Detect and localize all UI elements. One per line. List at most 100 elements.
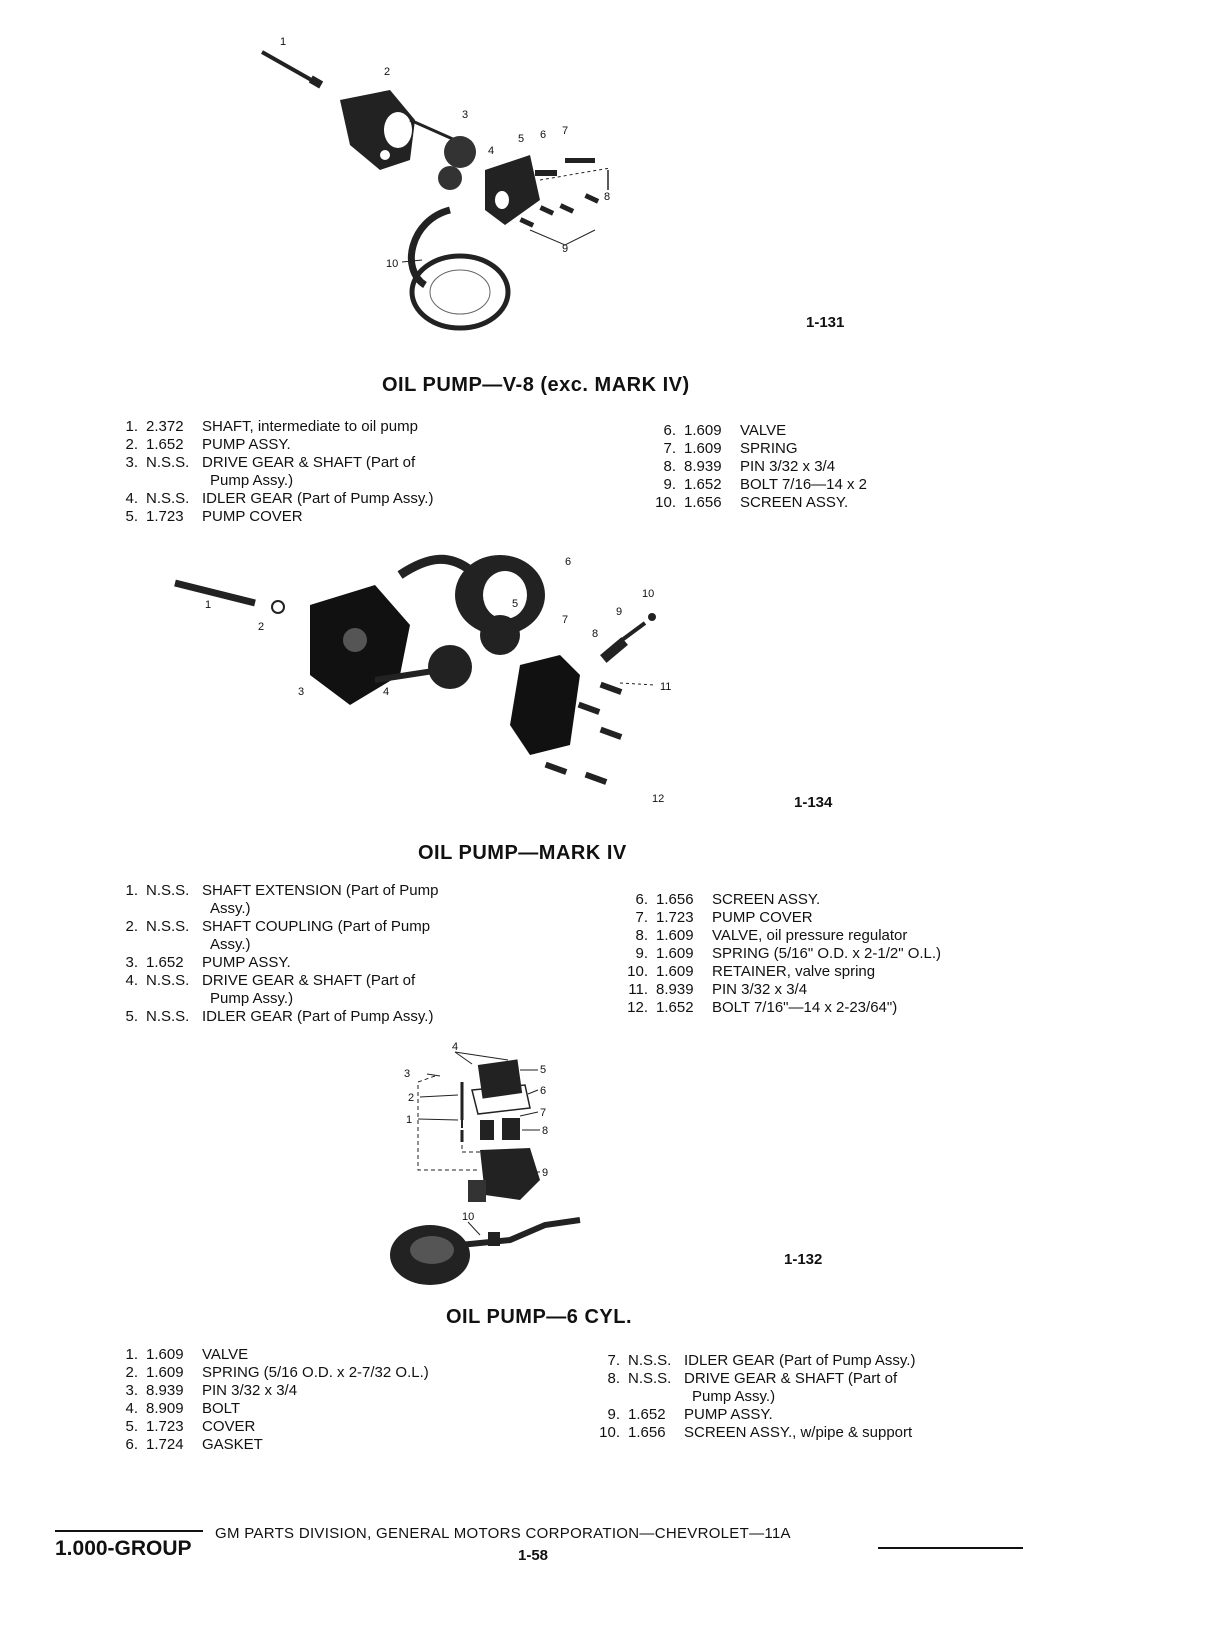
- footer-rule-right: [878, 1547, 1023, 1549]
- part-description: PUMP COVER: [712, 909, 813, 926]
- part-number: 1.609: [684, 422, 722, 439]
- part-item-number: 6.: [125, 1436, 138, 1453]
- part-description: SPRING: [740, 440, 798, 457]
- part-item-number: 10.: [655, 494, 676, 511]
- callout-3: 3: [404, 1068, 410, 1080]
- part-item-number: 6.: [635, 891, 648, 908]
- part-row: 4.N.S.S.IDLER GEAR (Part of Pump Assy.): [112, 490, 433, 508]
- part-description: VALVE: [740, 422, 787, 439]
- part-number: N.S.S.: [628, 1370, 672, 1387]
- callout-10: 10: [642, 588, 654, 600]
- part-description: SHAFT, intermediate to oil pump: [202, 418, 418, 435]
- part-description: SPRING (5/16" O.D. x 2-1/2" O.L.): [712, 945, 942, 962]
- part-number: N.S.S.: [146, 882, 190, 899]
- part-number: N.S.S.: [146, 1008, 190, 1025]
- part-description: DRIVE GEAR & SHAFT (Part of: [684, 1370, 898, 1387]
- figure-number-1-131: 1-131: [806, 314, 845, 331]
- part-description: IDLER GEAR (Part of Pump Assy.): [202, 1008, 434, 1025]
- callout-6: 6: [540, 129, 546, 141]
- callout-9: 9: [542, 1167, 548, 1179]
- callout-3: 3: [462, 109, 468, 121]
- part-number: 2.372: [146, 418, 184, 435]
- callout-4: 4: [452, 1041, 458, 1053]
- part-item-number: 8.: [635, 927, 648, 944]
- part-item-number: 5.: [125, 1418, 138, 1435]
- callout-1: 1: [406, 1114, 412, 1126]
- part-item-number: 10.: [627, 963, 648, 980]
- footer-rule-left: [55, 1530, 203, 1532]
- part-number: 1.656: [656, 891, 694, 908]
- part-row: 4.N.S.S.DRIVE GEAR & SHAFT (Part of: [112, 972, 438, 990]
- callout-5: 5: [540, 1064, 546, 1076]
- part-number: 8.909: [146, 1400, 184, 1417]
- callout-2: 2: [384, 66, 390, 78]
- part-description: IDLER GEAR (Part of Pump Assy.): [684, 1352, 916, 1369]
- callout-1: 1: [205, 599, 211, 611]
- section-title-mark-iv: OIL PUMP—MARK IV: [418, 842, 627, 864]
- callout-1: 1: [280, 36, 286, 48]
- part-number: 1.723: [146, 1418, 184, 1435]
- callout-8: 8: [542, 1125, 548, 1137]
- figure-number-1-134: 1-134: [794, 794, 833, 811]
- part-description: BOLT: [202, 1400, 241, 1417]
- part-item-number: 7.: [663, 440, 676, 457]
- part-description: BOLT 7/16"—14 x 2-23/64"): [712, 999, 898, 1016]
- callout-10: 10: [386, 258, 398, 270]
- part-description: VALVE: [202, 1346, 249, 1363]
- callout-11: 11: [660, 681, 671, 693]
- part-description: SHAFT EXTENSION (Part of Pump: [202, 882, 439, 899]
- section-title-v8: OIL PUMP—V-8 (exc. MARK IV): [382, 374, 690, 396]
- part-number: 8.939: [684, 458, 722, 475]
- part-item-number: 1.: [125, 882, 138, 899]
- part-description: PUMP ASSY.: [202, 436, 291, 453]
- part-description-continued: Pump Assy.): [210, 990, 294, 1007]
- part-item-number: 1.: [125, 1346, 138, 1363]
- callout-5: 5: [518, 133, 524, 145]
- part-description-continued: Pump Assy.): [210, 472, 294, 489]
- part-number: 1.609: [656, 963, 694, 980]
- part-number: 1.656: [628, 1424, 666, 1441]
- part-number: 1.609: [656, 945, 694, 962]
- part-number: N.S.S.: [146, 454, 190, 471]
- part-number: 1.609: [656, 927, 694, 944]
- illustration-oil-pump-v8: 1 2 3 4 5 6 7 8 9 10: [261, 36, 610, 331]
- callout-10: 10: [462, 1211, 474, 1223]
- part-item-number: 9.: [635, 945, 648, 962]
- part-description: SCREEN ASSY.: [740, 494, 849, 511]
- part-number: 1.723: [656, 909, 694, 926]
- part-description: DRIVE GEAR & SHAFT (Part of: [202, 454, 416, 471]
- part-number: 1.652: [684, 476, 722, 493]
- callout-12: 12: [652, 793, 664, 805]
- part-item-number: 2.: [125, 918, 138, 935]
- callout-2: 2: [258, 621, 264, 633]
- part-item-number: 11.: [628, 981, 648, 998]
- part-description: PIN 3/32 x 3/4: [740, 458, 836, 475]
- part-description: PUMP ASSY.: [202, 954, 291, 971]
- part-row: 7.N.S.S.IDLER GEAR (Part of Pump Assy.): [594, 1352, 915, 1370]
- part-description: PIN 3/32 x 3/4: [712, 981, 808, 998]
- illustration-oil-pump-mark-iv: 1 2 3 4 5 6 7 8 9 10 11 12: [174, 554, 671, 805]
- part-item-number: 2.: [125, 1364, 138, 1381]
- part-item-number: 12.: [627, 999, 648, 1016]
